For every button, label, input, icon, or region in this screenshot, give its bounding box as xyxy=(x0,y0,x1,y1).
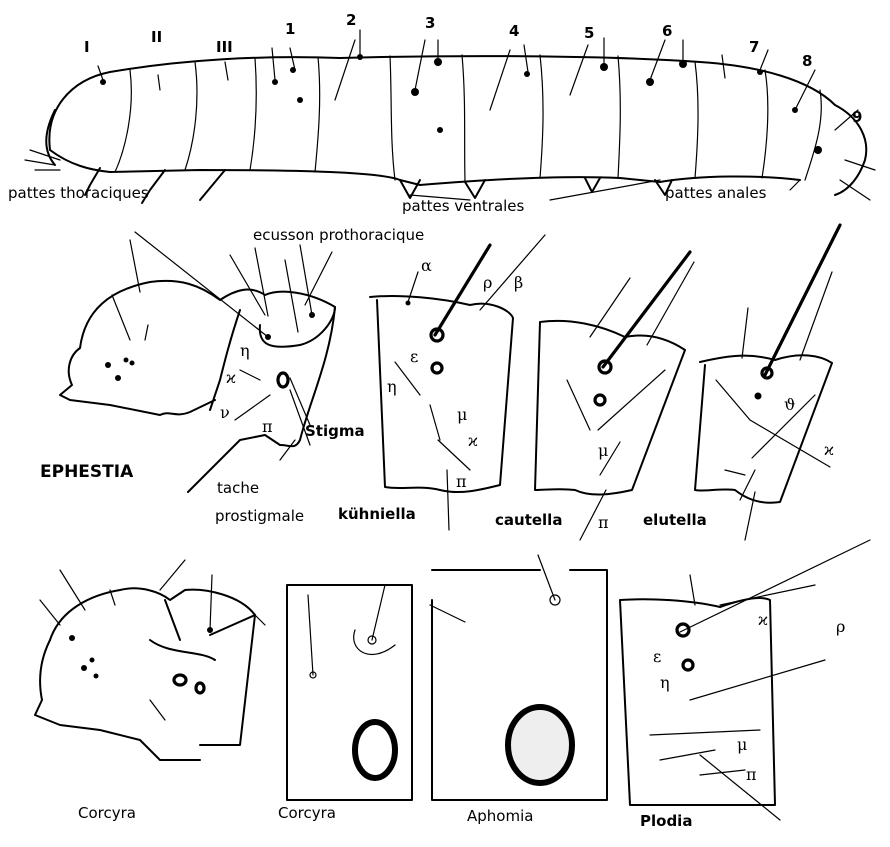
segment-III: III xyxy=(216,38,233,56)
kuhniella-mu: μ xyxy=(457,405,467,424)
ephestia-seta-kappa: ϰ xyxy=(226,368,236,387)
segment-I: I xyxy=(84,38,90,56)
cautella-segment: μ π cautella xyxy=(495,250,695,541)
segment-7: 7 xyxy=(749,38,759,56)
kuhniella-segment: α ρ β ε η μ ϰ π kühniella xyxy=(338,234,546,531)
kuhniella-rho: ρ xyxy=(483,273,492,292)
kuhniella-epsilon: ε xyxy=(410,347,418,366)
kuhniella-kappa: ϰ xyxy=(468,431,478,450)
label-cautella: cautella xyxy=(495,511,562,529)
plodia-rho: ρ xyxy=(836,617,845,636)
label-stigma: Stigma xyxy=(305,422,365,440)
plodia-segment: ρ ε η ϰ μ π xyxy=(619,539,871,821)
segment-4: 4 xyxy=(509,22,519,40)
label-corcyra-head: Corcyra xyxy=(78,804,136,822)
label-plodia: Plodia xyxy=(640,812,692,830)
caterpillar-segment-numbers: I II III 1 2 3 4 5 6 7 8 9 xyxy=(84,11,862,126)
label-pattes-thoraciques: pattes thoraciques xyxy=(8,184,149,202)
plodia-kappa: ϰ xyxy=(758,610,768,629)
ephestia-seta-pi: π xyxy=(262,417,273,436)
corcyra-box xyxy=(286,584,413,801)
leg-pointer-lines xyxy=(409,179,801,201)
segment-II: II xyxy=(151,28,162,46)
label-prostigmale: prostigmale xyxy=(215,507,304,525)
label-ecusson-prothoracique: ecusson prothoracique xyxy=(253,226,424,244)
cautella-mu: μ xyxy=(598,441,608,460)
label-pattes-ventrales: pattes ventrales xyxy=(402,197,525,215)
label-elutella: elutella xyxy=(643,511,707,529)
corcyra-head-drawing xyxy=(34,559,266,761)
segment-6: 6 xyxy=(662,22,672,40)
label-pattes-anales: pattes anales xyxy=(665,184,767,202)
ephestia-seta-nu: ν xyxy=(220,403,230,422)
label-corcyra-box: Corcyra xyxy=(278,804,336,822)
label-ephestia: EPHESTIA xyxy=(40,462,134,482)
ephestia-seta-eta: η xyxy=(240,341,250,360)
kuhniella-eta: η xyxy=(387,377,397,396)
cautella-pi: π xyxy=(598,513,609,532)
kuhniella-pi: π xyxy=(456,472,467,491)
label-aphomia: Aphomia xyxy=(467,807,533,825)
ephestia-head-drawing xyxy=(59,231,336,493)
segment-1: 1 xyxy=(285,20,295,38)
plodia-eta: η xyxy=(660,673,670,692)
segment-5: 5 xyxy=(584,24,594,42)
aphomia-stigma xyxy=(505,704,575,786)
kuhniella-beta: β xyxy=(514,273,523,292)
stigma-mark xyxy=(276,371,290,389)
elutella-theta: ϑ xyxy=(784,395,795,414)
label-kuhniella: kühniella xyxy=(338,505,416,523)
label-tache: tache xyxy=(217,479,259,497)
plodia-mu: μ xyxy=(737,735,747,754)
segment-3: 3 xyxy=(425,14,435,32)
segment-2: 2 xyxy=(346,11,356,29)
plodia-epsilon: ε xyxy=(653,647,661,666)
caterpillar-body xyxy=(24,29,876,204)
elutella-kappa: ϰ xyxy=(824,440,834,459)
segment-8: 8 xyxy=(802,52,812,70)
corcyra-stigma xyxy=(352,719,398,781)
kuhniella-alpha: α xyxy=(421,256,432,275)
aphomia-box xyxy=(429,554,608,801)
plodia-pi: π xyxy=(746,765,757,784)
elutella-segment: ϑ ϰ elutella xyxy=(643,223,842,541)
segment-9: 9 xyxy=(852,108,862,126)
